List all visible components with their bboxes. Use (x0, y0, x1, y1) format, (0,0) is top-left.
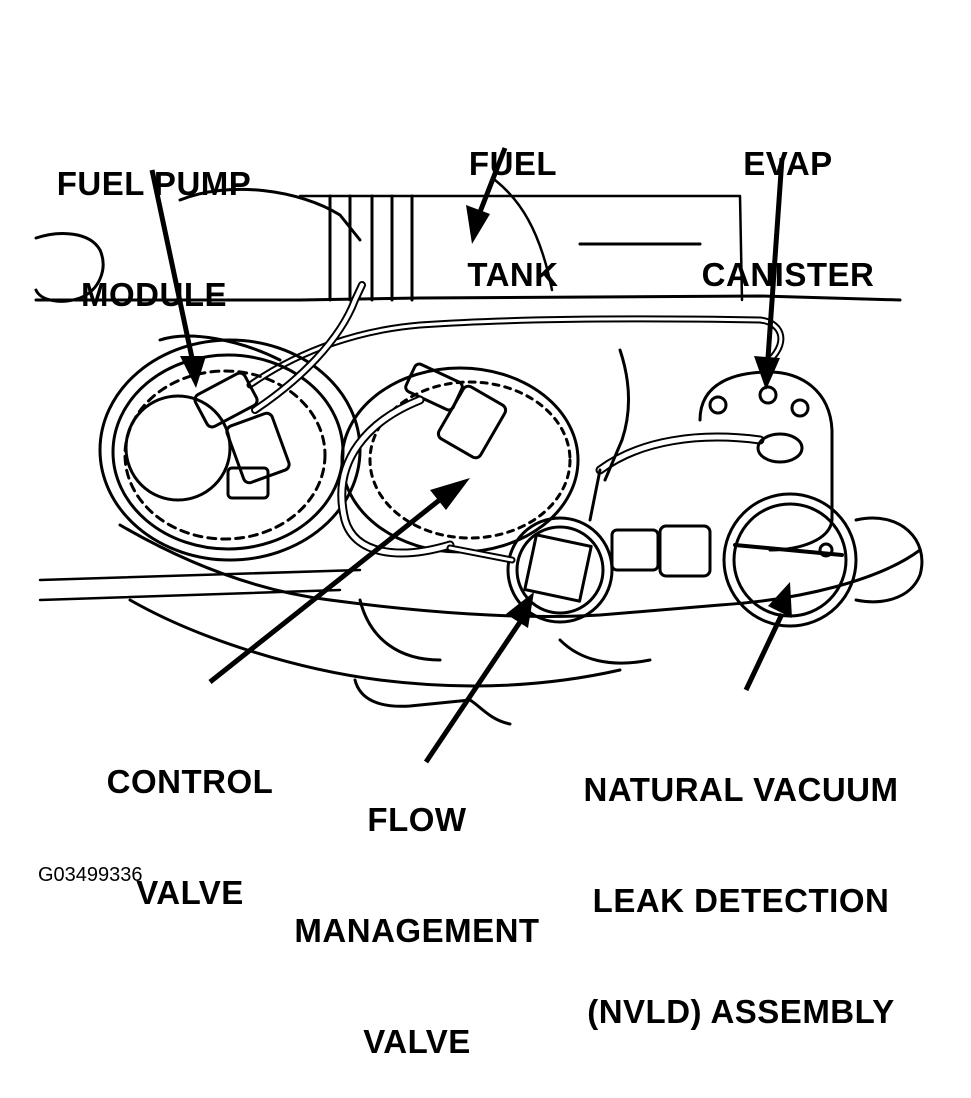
label-flow-management-valve-line1: FLOW (367, 800, 467, 838)
label-nvld-assembly-line1: NATURAL VACUUM (583, 770, 899, 808)
label-evap-canister: EVAP CANISTER (690, 72, 886, 331)
nvld-connector (610, 524, 712, 578)
tank-lower-outline (118, 523, 922, 618)
arrow-control-valve (208, 478, 470, 684)
vehicle-line-art (34, 178, 924, 726)
figure-id: G03499336 (38, 864, 143, 886)
body-panel-curve (178, 187, 362, 242)
pump-connector (193, 371, 291, 500)
label-evap-canister-line1: EVAP (743, 144, 833, 182)
label-nvld-assembly-line3: (NVLD) ASSEMBLY (587, 992, 895, 1030)
nvld-assembly-shape (722, 492, 924, 628)
evap-canister-shape (698, 370, 834, 552)
label-fuel-pump-module-line1: FUEL PUMP (56, 164, 252, 202)
label-fuel-pump-module: FUEL PUMP MODULE (38, 92, 270, 351)
frame-rail-top (34, 294, 902, 302)
arrow-evap-canister (754, 157, 785, 390)
fuel-pump-module-shape (98, 334, 362, 562)
control-hose (337, 395, 455, 558)
label-flow-management-valve-line3: VALVE (363, 1022, 471, 1060)
label-fuel-tank-line2: TANK (467, 255, 559, 293)
label-nvld-assembly-line2: LEAK DETECTION (592, 881, 890, 919)
label-flow-management-valve: FLOW MANAGEMENT VALVE (284, 728, 550, 1098)
label-evap-canister-line2: CANISTER (701, 255, 875, 293)
label-control-valve-line1: CONTROL (106, 762, 274, 800)
leader-arrows (149, 147, 792, 764)
arrow-nvld-assembly (743, 582, 792, 692)
fuel-system-diagram (34, 147, 924, 764)
control-valve-shape (340, 362, 580, 554)
label-nvld-assembly: NATURAL VACUUM LEAK DETECTION (NVLD) ASS… (566, 698, 916, 1068)
arrow-fuel-tank (466, 147, 508, 244)
arrow-fuel-pump-module (149, 169, 206, 388)
label-fuel-tank-line1: FUEL (468, 144, 558, 182)
label-fuel-pump-module-line2: MODULE (81, 275, 227, 313)
arrow-flow-management-valve (423, 592, 534, 764)
lower-bracket (353, 678, 512, 726)
flow-management-valve-shape (506, 516, 614, 624)
label-flow-management-valve-line2: MANAGEMENT (294, 911, 540, 949)
label-control-valve: CONTROL VALVE (92, 690, 288, 949)
pump-hose (251, 281, 366, 414)
label-control-valve-line2: VALVE (136, 873, 244, 911)
label-fuel-tank: FUEL TANK (448, 72, 578, 331)
